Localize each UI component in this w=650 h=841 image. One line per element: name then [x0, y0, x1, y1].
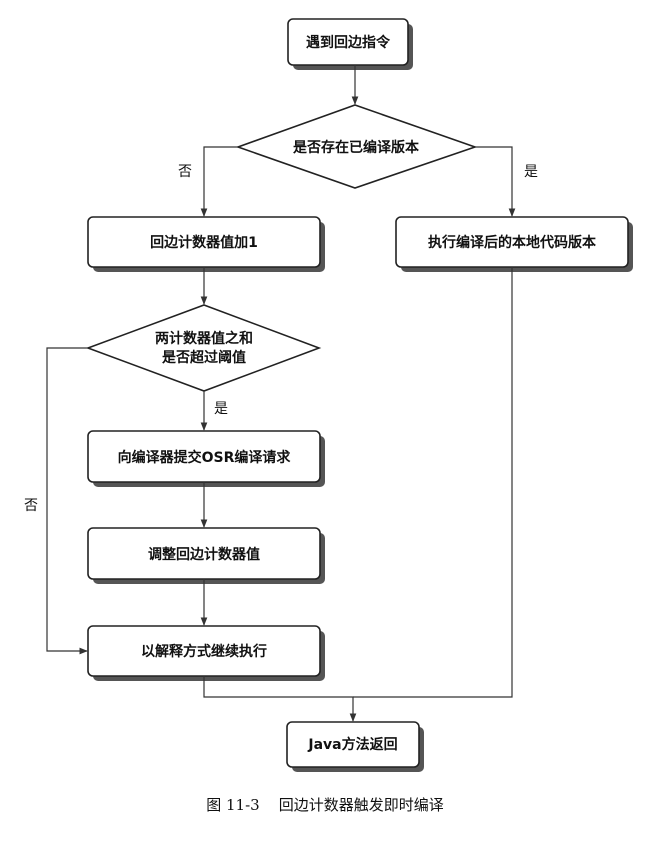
start-node: 遇到回边指令 — [287, 18, 413, 70]
execute-native-label: 执行编译后的本地代码版本 — [428, 234, 597, 251]
edge-native-to-return — [353, 267, 513, 698]
return-label: Java方法返回 — [307, 736, 397, 753]
threshold-decision-label-line1: 两计数器值之和 — [155, 330, 253, 347]
compiled-version-decision-label: 是否存在已编译版本 — [293, 139, 420, 156]
edge-compiled-yes — [475, 146, 516, 217]
edge-threshold-no — [46, 347, 88, 655]
submit-osr-node: 向编译器提交OSR编译请求 — [87, 430, 325, 487]
increment-counter-label: 回边计数器值加1 — [150, 234, 258, 251]
threshold-decision-label-line2: 是否超过阈值 — [162, 349, 246, 366]
compiled-version-decision: 是否存在已编译版本 — [235, 104, 478, 189]
threshold-decision: 两计数器值之和 是否超过阈值 — [85, 304, 322, 392]
adjust-counter-node: 调整回边计数器值 — [87, 527, 325, 584]
edge-interpret-to-return — [203, 676, 357, 722]
adjust-counter-label: 调整回边计数器值 — [148, 546, 260, 563]
submit-osr-label: 向编译器提交OSR编译请求 — [118, 449, 292, 466]
edge-label-threshold-no: 否 — [24, 498, 38, 514]
start-node-label: 遇到回边指令 — [306, 34, 391, 51]
return-node: Java方法返回 — [286, 721, 424, 772]
increment-counter-node: 回边计数器值加1 — [87, 216, 325, 272]
edge-label-compiled-yes: 是 — [524, 164, 538, 180]
edge-label-compiled-no: 否 — [178, 164, 192, 180]
figure-caption: 图 11-3 回边计数器触发即时编译 — [206, 796, 444, 814]
connectors — [46, 65, 516, 722]
edge-compiled-no — [200, 146, 238, 217]
interpret-label: 以解释方式继续执行 — [141, 643, 267, 660]
edge-label-threshold-yes: 是 — [214, 401, 228, 417]
execute-native-node: 执行编译后的本地代码版本 — [395, 216, 633, 272]
interpret-node: 以解释方式继续执行 — [87, 625, 325, 681]
